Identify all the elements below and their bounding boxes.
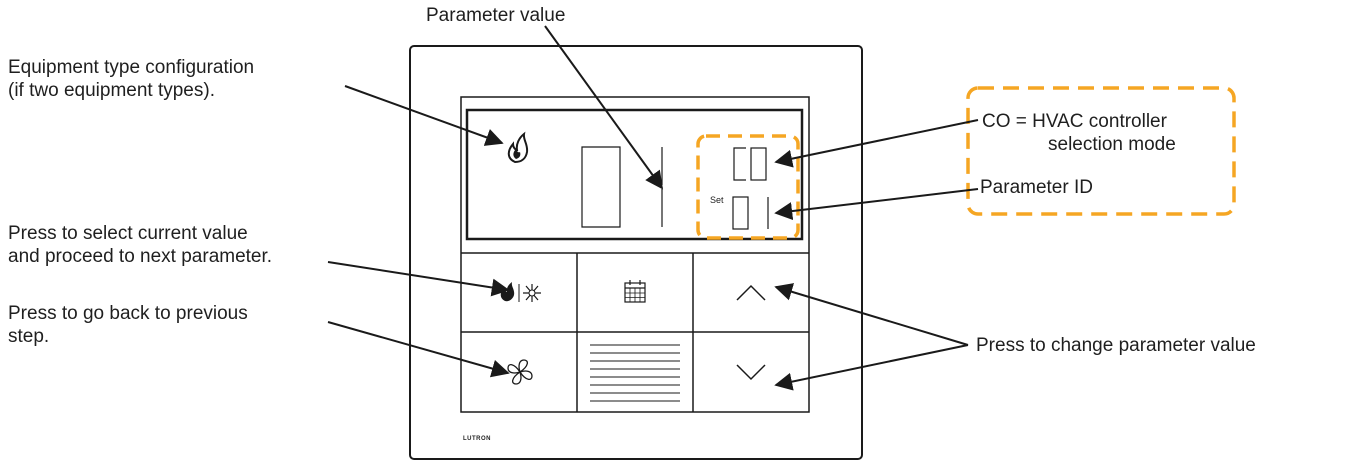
chevron-down-icon xyxy=(736,364,766,381)
equipment-type-label: Equipment type configuration (if two equ… xyxy=(8,56,254,102)
display-highlight-box xyxy=(696,134,800,240)
display-value-digit-0 xyxy=(581,146,621,228)
co-mode-label-line2: selection mode xyxy=(1048,134,1176,155)
arrow-parameter-value xyxy=(544,25,664,190)
lines-icon xyxy=(590,344,680,402)
parameter-value-label: Parameter value xyxy=(426,5,566,26)
arrow-change-value-2 xyxy=(774,344,969,391)
set-label: Set xyxy=(710,195,724,205)
equipment-type-label-line1: Equipment type configuration xyxy=(8,57,255,78)
co-mode-label: CO = HVAC controller selection mode xyxy=(982,110,1176,156)
chevron-up-icon xyxy=(736,284,766,301)
button-grid xyxy=(461,252,809,412)
callout-arrows xyxy=(327,25,979,391)
arrow-co-mode xyxy=(774,119,979,168)
select-value-label: Press to select current value and procee… xyxy=(8,222,272,268)
arrow-go-back xyxy=(327,321,510,378)
go-back-label: Press to go back to previous step. xyxy=(8,302,248,348)
select-value-label-line2: and proceed to next parameter. xyxy=(8,246,273,267)
change-value-label: Press to change parameter value xyxy=(976,335,1256,356)
flame-icon xyxy=(507,131,529,164)
calendar-icon xyxy=(624,280,646,303)
display-param-id xyxy=(732,196,769,230)
label-highlight-box xyxy=(966,86,1236,216)
select-value-label-line1: Press to select current value xyxy=(8,223,248,244)
brand-logo: LUTRON xyxy=(463,436,491,442)
go-back-label-line1: Press to go back to previous xyxy=(8,303,248,324)
equipment-type-label-line2: (if two equipment types). xyxy=(8,80,215,101)
down-button[interactable] xyxy=(694,333,808,411)
arrow-change-value xyxy=(774,283,969,346)
go-back-label-line2: step. xyxy=(8,326,50,347)
arrow-equipment-type xyxy=(344,85,504,146)
co-mode-label-line1: CO = HVAC controller xyxy=(982,111,1167,132)
arrow-parameter-id xyxy=(774,188,979,221)
arrow-select-value xyxy=(327,261,510,297)
parameter-id-label: Parameter ID xyxy=(980,177,1093,198)
display-param-code xyxy=(733,147,767,181)
lcd-display xyxy=(465,108,804,241)
